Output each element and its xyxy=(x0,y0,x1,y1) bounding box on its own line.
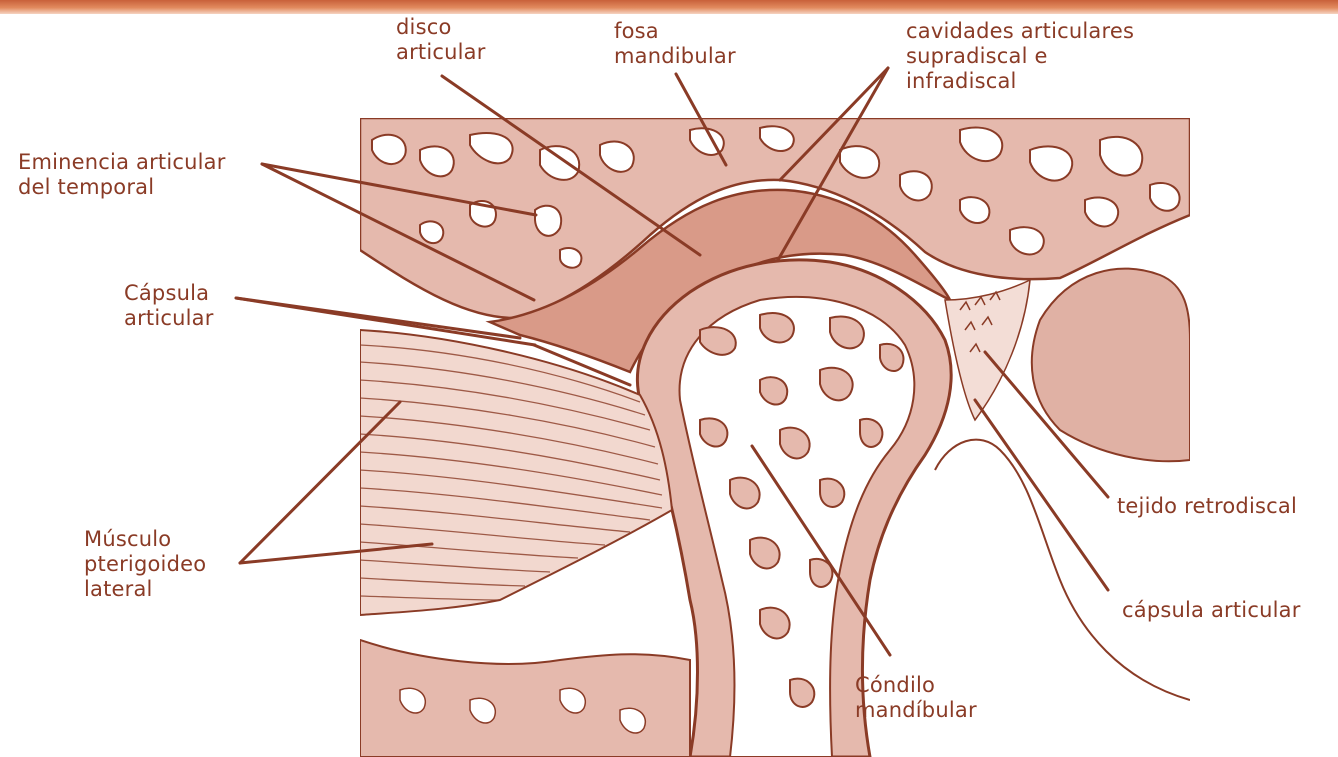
label-condilo-mandibular: Cóndilo mandíbular xyxy=(855,673,977,723)
label-tejido-retrodiscal: tejido retrodiscal xyxy=(1117,494,1297,519)
label-musculo-pterigoideo: Músculo pterigoideo lateral xyxy=(84,527,206,602)
label-capsula-articular-right: cápsula articular xyxy=(1122,598,1301,623)
label-eminencia-articular: Eminencia articular del temporal xyxy=(18,150,226,200)
label-capsula-articular-left: Cápsula articular xyxy=(124,281,214,331)
label-disco-articular: disco articular xyxy=(396,15,486,65)
label-cavidades-articulares: cavidades articulares supradiscal e infr… xyxy=(906,19,1134,94)
label-fosa-mandibular: fosa mandibular xyxy=(614,19,736,69)
